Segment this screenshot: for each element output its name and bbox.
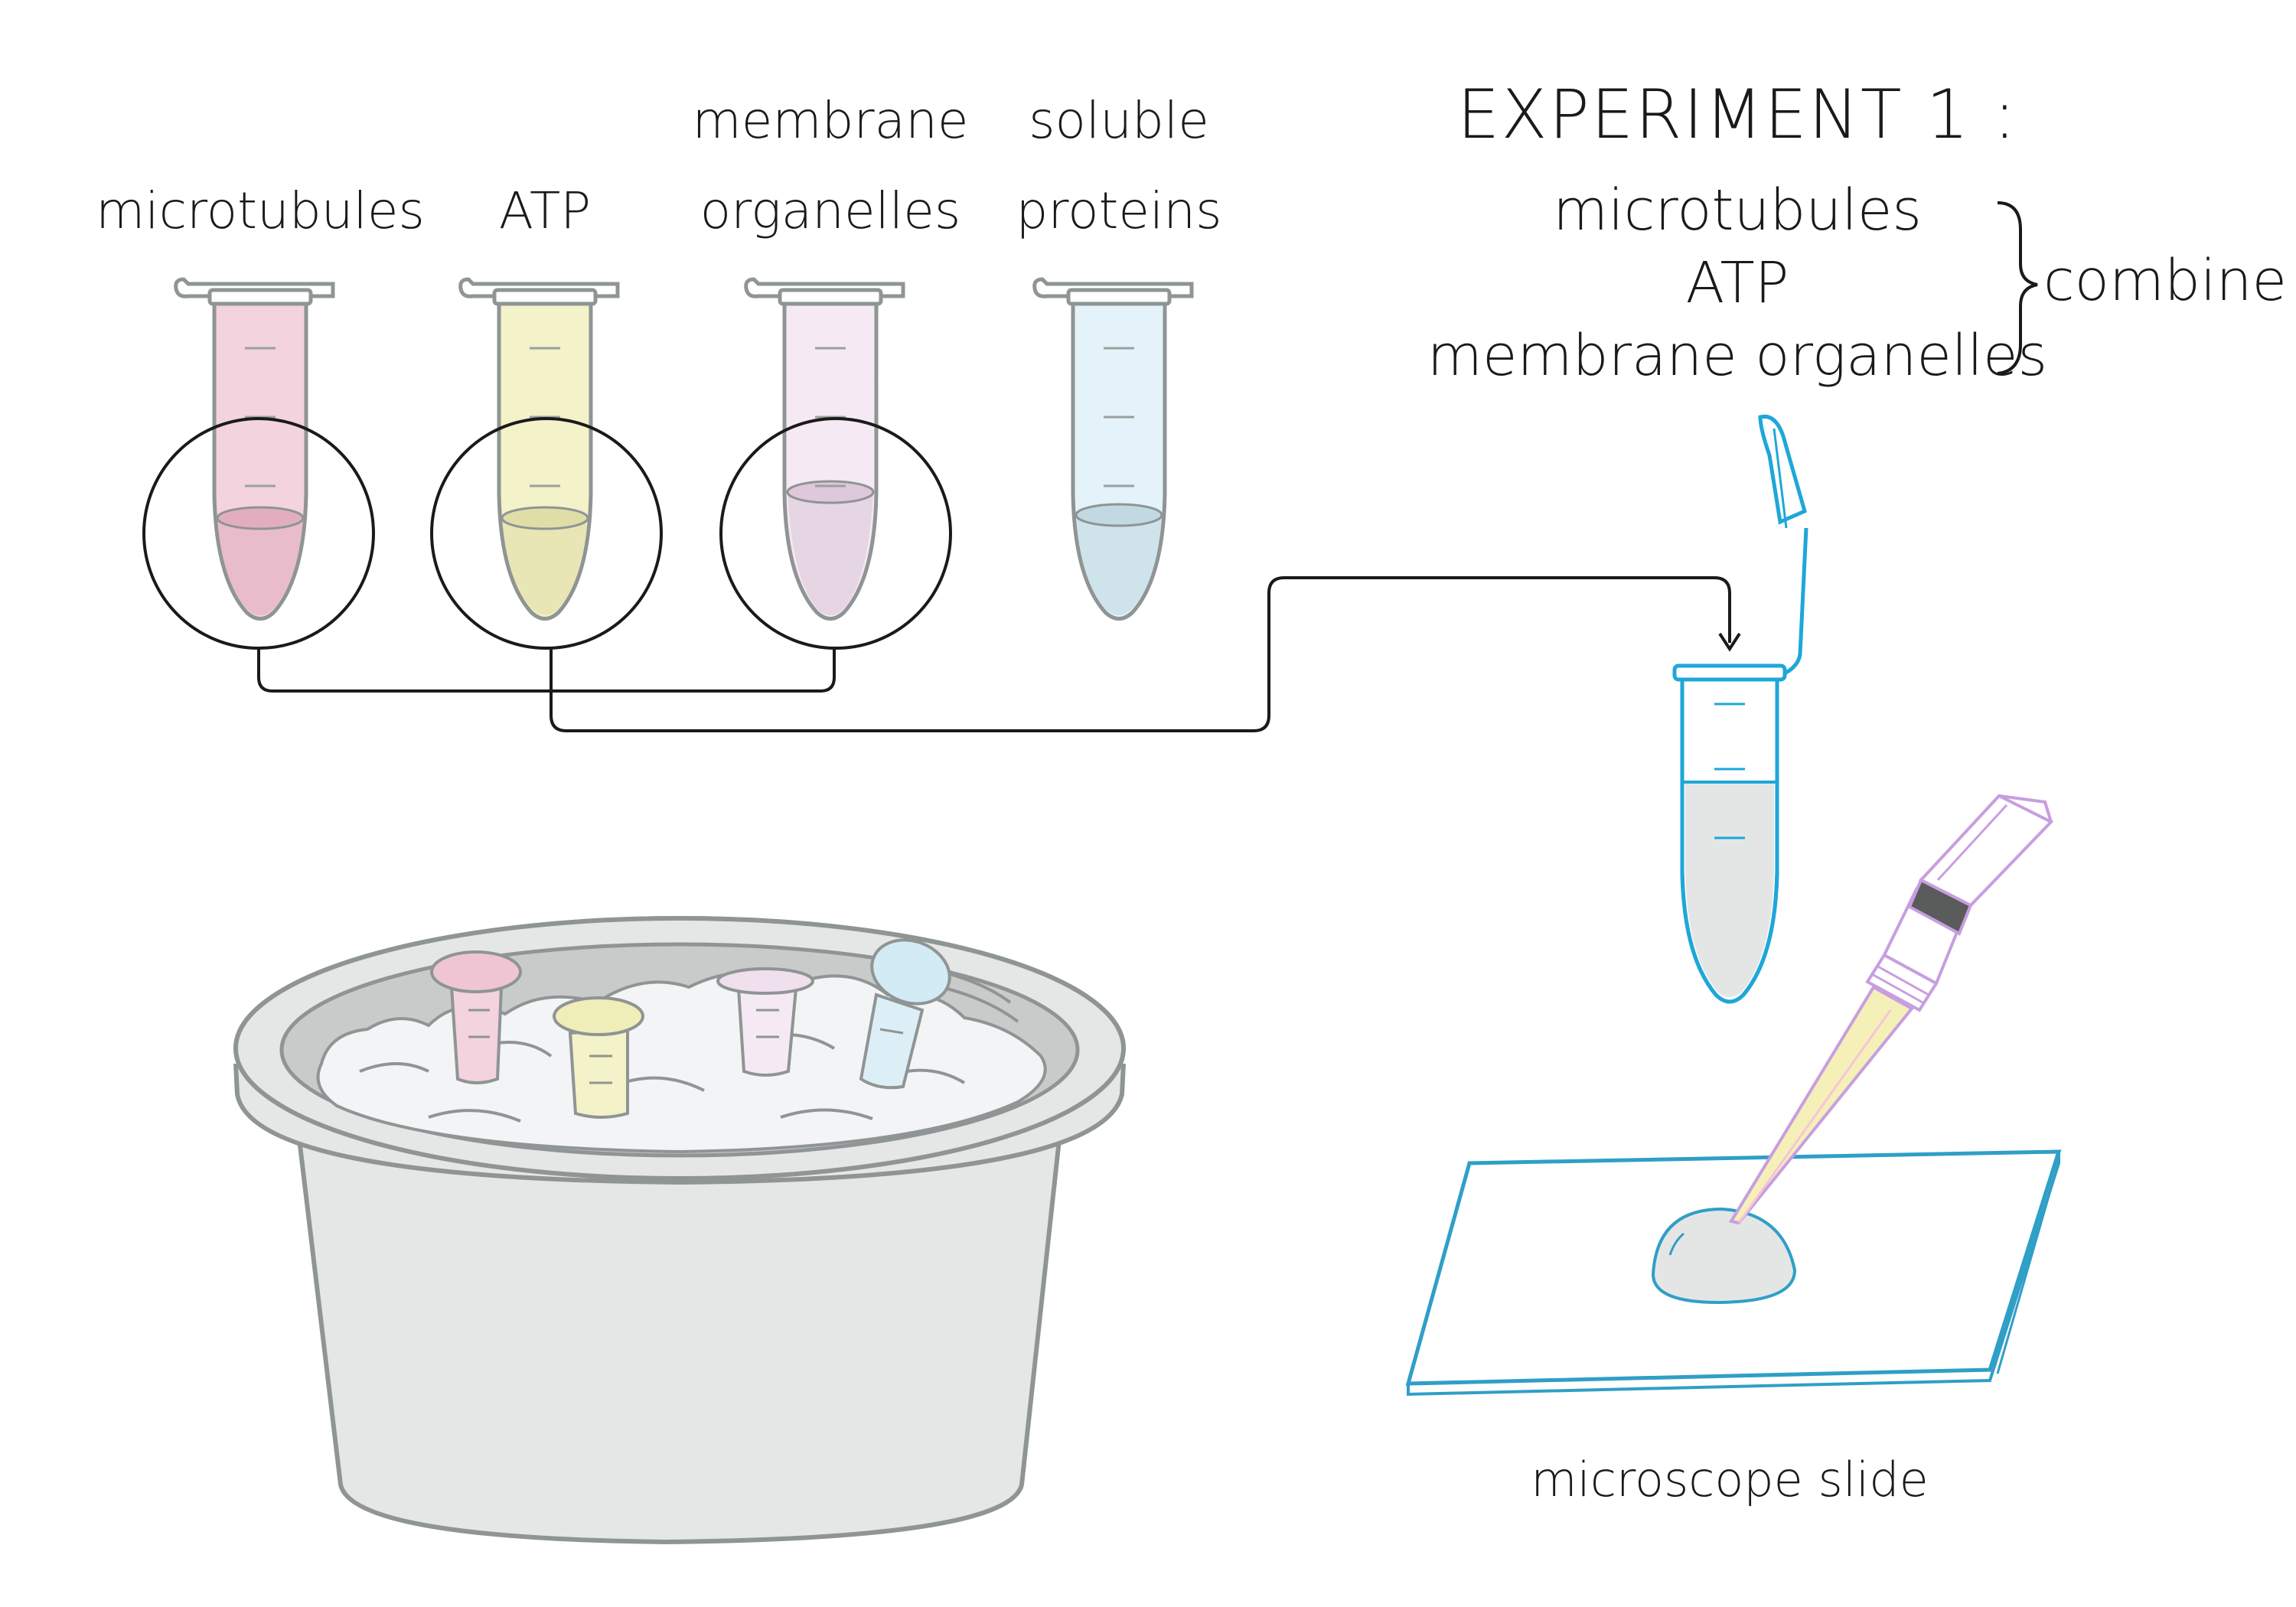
slide-label: microscope slide: [1531, 1452, 1929, 1508]
label-microtubules: microtubules: [96, 181, 425, 240]
experiment-item-microtubules: microtubules: [1553, 178, 1922, 243]
combine-bracket: [1997, 201, 2038, 375]
combine-label: combine: [2043, 248, 2287, 314]
label-membrane-line2: organelles: [700, 181, 961, 240]
tube-atp: [458, 277, 620, 621]
tube-microtubules: [174, 277, 335, 621]
ice-tube-lavender: [716, 967, 814, 1077]
connector-line-to-mix: [550, 576, 1731, 732]
ice-bucket: [233, 916, 1126, 1545]
experiment-title: EXPERIMENT 1 :: [1457, 75, 2017, 154]
ice-tube-pink: [430, 950, 522, 1084]
label-atp: ATP: [499, 181, 591, 240]
tube-membrane-organelles: [744, 277, 905, 621]
experiment-item-membrane-organelles: membrane organelles: [1427, 323, 2047, 389]
label-soluble-line2: proteins: [1016, 181, 1222, 240]
tube-mixture: [1672, 414, 1808, 1004]
ice-tube-yellow: [553, 996, 644, 1119]
label-membrane-line1: membrane: [692, 91, 968, 150]
sample-droplet: [1651, 1207, 1797, 1305]
tube-soluble-proteins: [1032, 277, 1194, 621]
arrow-head-icon: [1718, 632, 1741, 652]
pipette: [1728, 794, 2054, 1225]
connector-line-lower: [257, 648, 836, 693]
experiment-item-atp: ATP: [1686, 250, 1789, 316]
highlight-circle-atp: [430, 417, 663, 650]
label-soluble-line1: soluble: [1029, 91, 1209, 150]
ice-tube-blue: [859, 938, 951, 1090]
